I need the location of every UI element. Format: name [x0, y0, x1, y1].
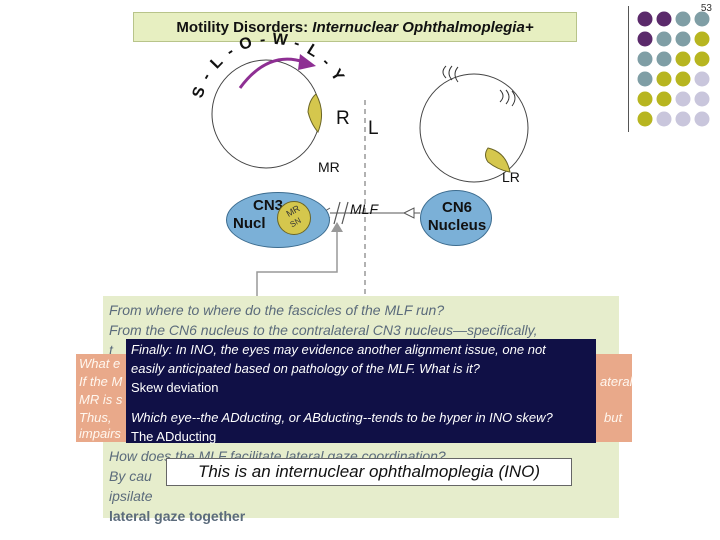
- cn3-line2: Nucl: [233, 215, 266, 232]
- salmon-line2-right: ateral: [600, 374, 633, 389]
- mlf-label: MLF: [350, 201, 379, 217]
- decorative-dot: [694, 91, 710, 107]
- which-eye-question: Which eye--the ADducting, or ABducting--…: [131, 410, 553, 425]
- salmon-line4-left: Thus,: [79, 410, 112, 425]
- decorative-dot: [637, 31, 653, 47]
- ino-callout: This is an internuclear ophthalmoplegia …: [166, 458, 572, 486]
- lesion-pointer-head-icon: [331, 222, 343, 232]
- decorative-dot: [656, 111, 672, 127]
- lr-label: LR: [502, 169, 520, 185]
- which-eye-answer: The ADducting: [131, 429, 217, 444]
- slowly-letter: -: [318, 54, 334, 70]
- decorative-dot: [637, 91, 653, 107]
- slowly-arrow-head-icon: [298, 54, 316, 70]
- q1-text: From where to where do the fascicles of …: [109, 302, 445, 318]
- mr-subnucleus: MR SN: [277, 201, 311, 235]
- left-eye-lr-muscle: [485, 147, 511, 173]
- slowly-letter: Y: [327, 66, 347, 84]
- page-number: 53: [700, 3, 712, 14]
- decorative-dot: [656, 31, 672, 47]
- vertical-divider: [628, 6, 629, 132]
- slowly-letter: L: [207, 53, 226, 72]
- decorative-dot: [694, 11, 710, 27]
- skew-answer: Skew deviation: [131, 380, 219, 395]
- cn6-line2: Nucleus: [427, 217, 487, 234]
- decorative-dot: [656, 91, 672, 107]
- slowly-letter: -: [198, 70, 215, 83]
- title-prefix: Motility Disorders:: [176, 18, 309, 36]
- decorative-dot: [656, 11, 672, 27]
- title-italic: Internuclear Ophthalmoplegia+: [312, 18, 534, 36]
- cn6-line1: CN6: [441, 199, 472, 216]
- lesion-slash-2: [341, 201, 349, 225]
- a2-bold-tail: lateral gaze together: [109, 508, 246, 524]
- decorative-dot: [675, 91, 691, 107]
- mr-label: MR: [318, 159, 340, 175]
- decorative-dot: [675, 31, 691, 47]
- decorative-dot: [637, 11, 653, 27]
- mlf-arrow-icon: [402, 207, 415, 219]
- skew-question-box: Finally: In INO, the eyes may evidence a…: [126, 339, 596, 444]
- slowly-letter: S: [189, 84, 209, 100]
- left-eye-circle: [419, 73, 529, 183]
- right-eye-mr-muscle: [307, 93, 322, 133]
- lesion-slash-1: [333, 201, 341, 225]
- cn6-nucleus: CN6 Nucleus: [420, 190, 492, 246]
- decorative-dot: [694, 71, 710, 87]
- slowly-letter: -: [292, 35, 303, 53]
- decorative-dot: [637, 51, 653, 67]
- decorative-dot: [694, 31, 710, 47]
- right-eye-circle: [211, 59, 321, 169]
- salmon-line5: impairs: [79, 426, 121, 441]
- motion-marks-icon: [442, 65, 516, 107]
- decorative-dot: [637, 71, 653, 87]
- slowly-letter: -: [223, 43, 237, 60]
- salmon-line3: MR is s: [79, 392, 123, 407]
- decorative-dot: [675, 111, 691, 127]
- decorative-dot: [656, 51, 672, 67]
- decorative-dot: [694, 111, 710, 127]
- slowly-arrow-shaft: [238, 57, 305, 89]
- a2-prefix: By cau: [109, 468, 152, 484]
- decorative-dot: [675, 51, 691, 67]
- decorative-dot: [637, 111, 653, 127]
- cn3-nucleus: CN3 Nucl MR SN: [226, 192, 330, 248]
- decorative-dot: [694, 51, 710, 67]
- slide-title: Motility Disorders: Internuclear Ophthal…: [133, 12, 577, 42]
- salmon-line4-right: but: [604, 410, 623, 425]
- slowly-letter: W: [272, 31, 290, 50]
- cn3-line1: CN3: [253, 197, 284, 214]
- decorative-dot: [675, 11, 691, 27]
- salmon-line1: What e: [79, 356, 121, 371]
- a1-line2: t: [109, 342, 113, 358]
- slowly-letter: -: [259, 31, 266, 49]
- finally-question-line1: Finally: In INO, the eyes may evidence a…: [131, 342, 546, 357]
- decorative-dot-grid: [637, 11, 710, 127]
- slowly-letter: L: [304, 41, 321, 61]
- salmon-line2-left: If the M: [79, 374, 123, 389]
- left-eye-label: L: [368, 118, 379, 139]
- decorative-dot: [656, 71, 672, 87]
- a2-ipsi: ipsilate: [109, 488, 153, 504]
- right-eye-label: R: [336, 108, 350, 129]
- finally-question-line2: easily anticipated based on pathology of…: [131, 361, 480, 376]
- slowly-letter: O: [237, 34, 255, 54]
- decorative-dot: [675, 71, 691, 87]
- a1-line1: From the CN6 nucleus to the contralatera…: [109, 322, 538, 338]
